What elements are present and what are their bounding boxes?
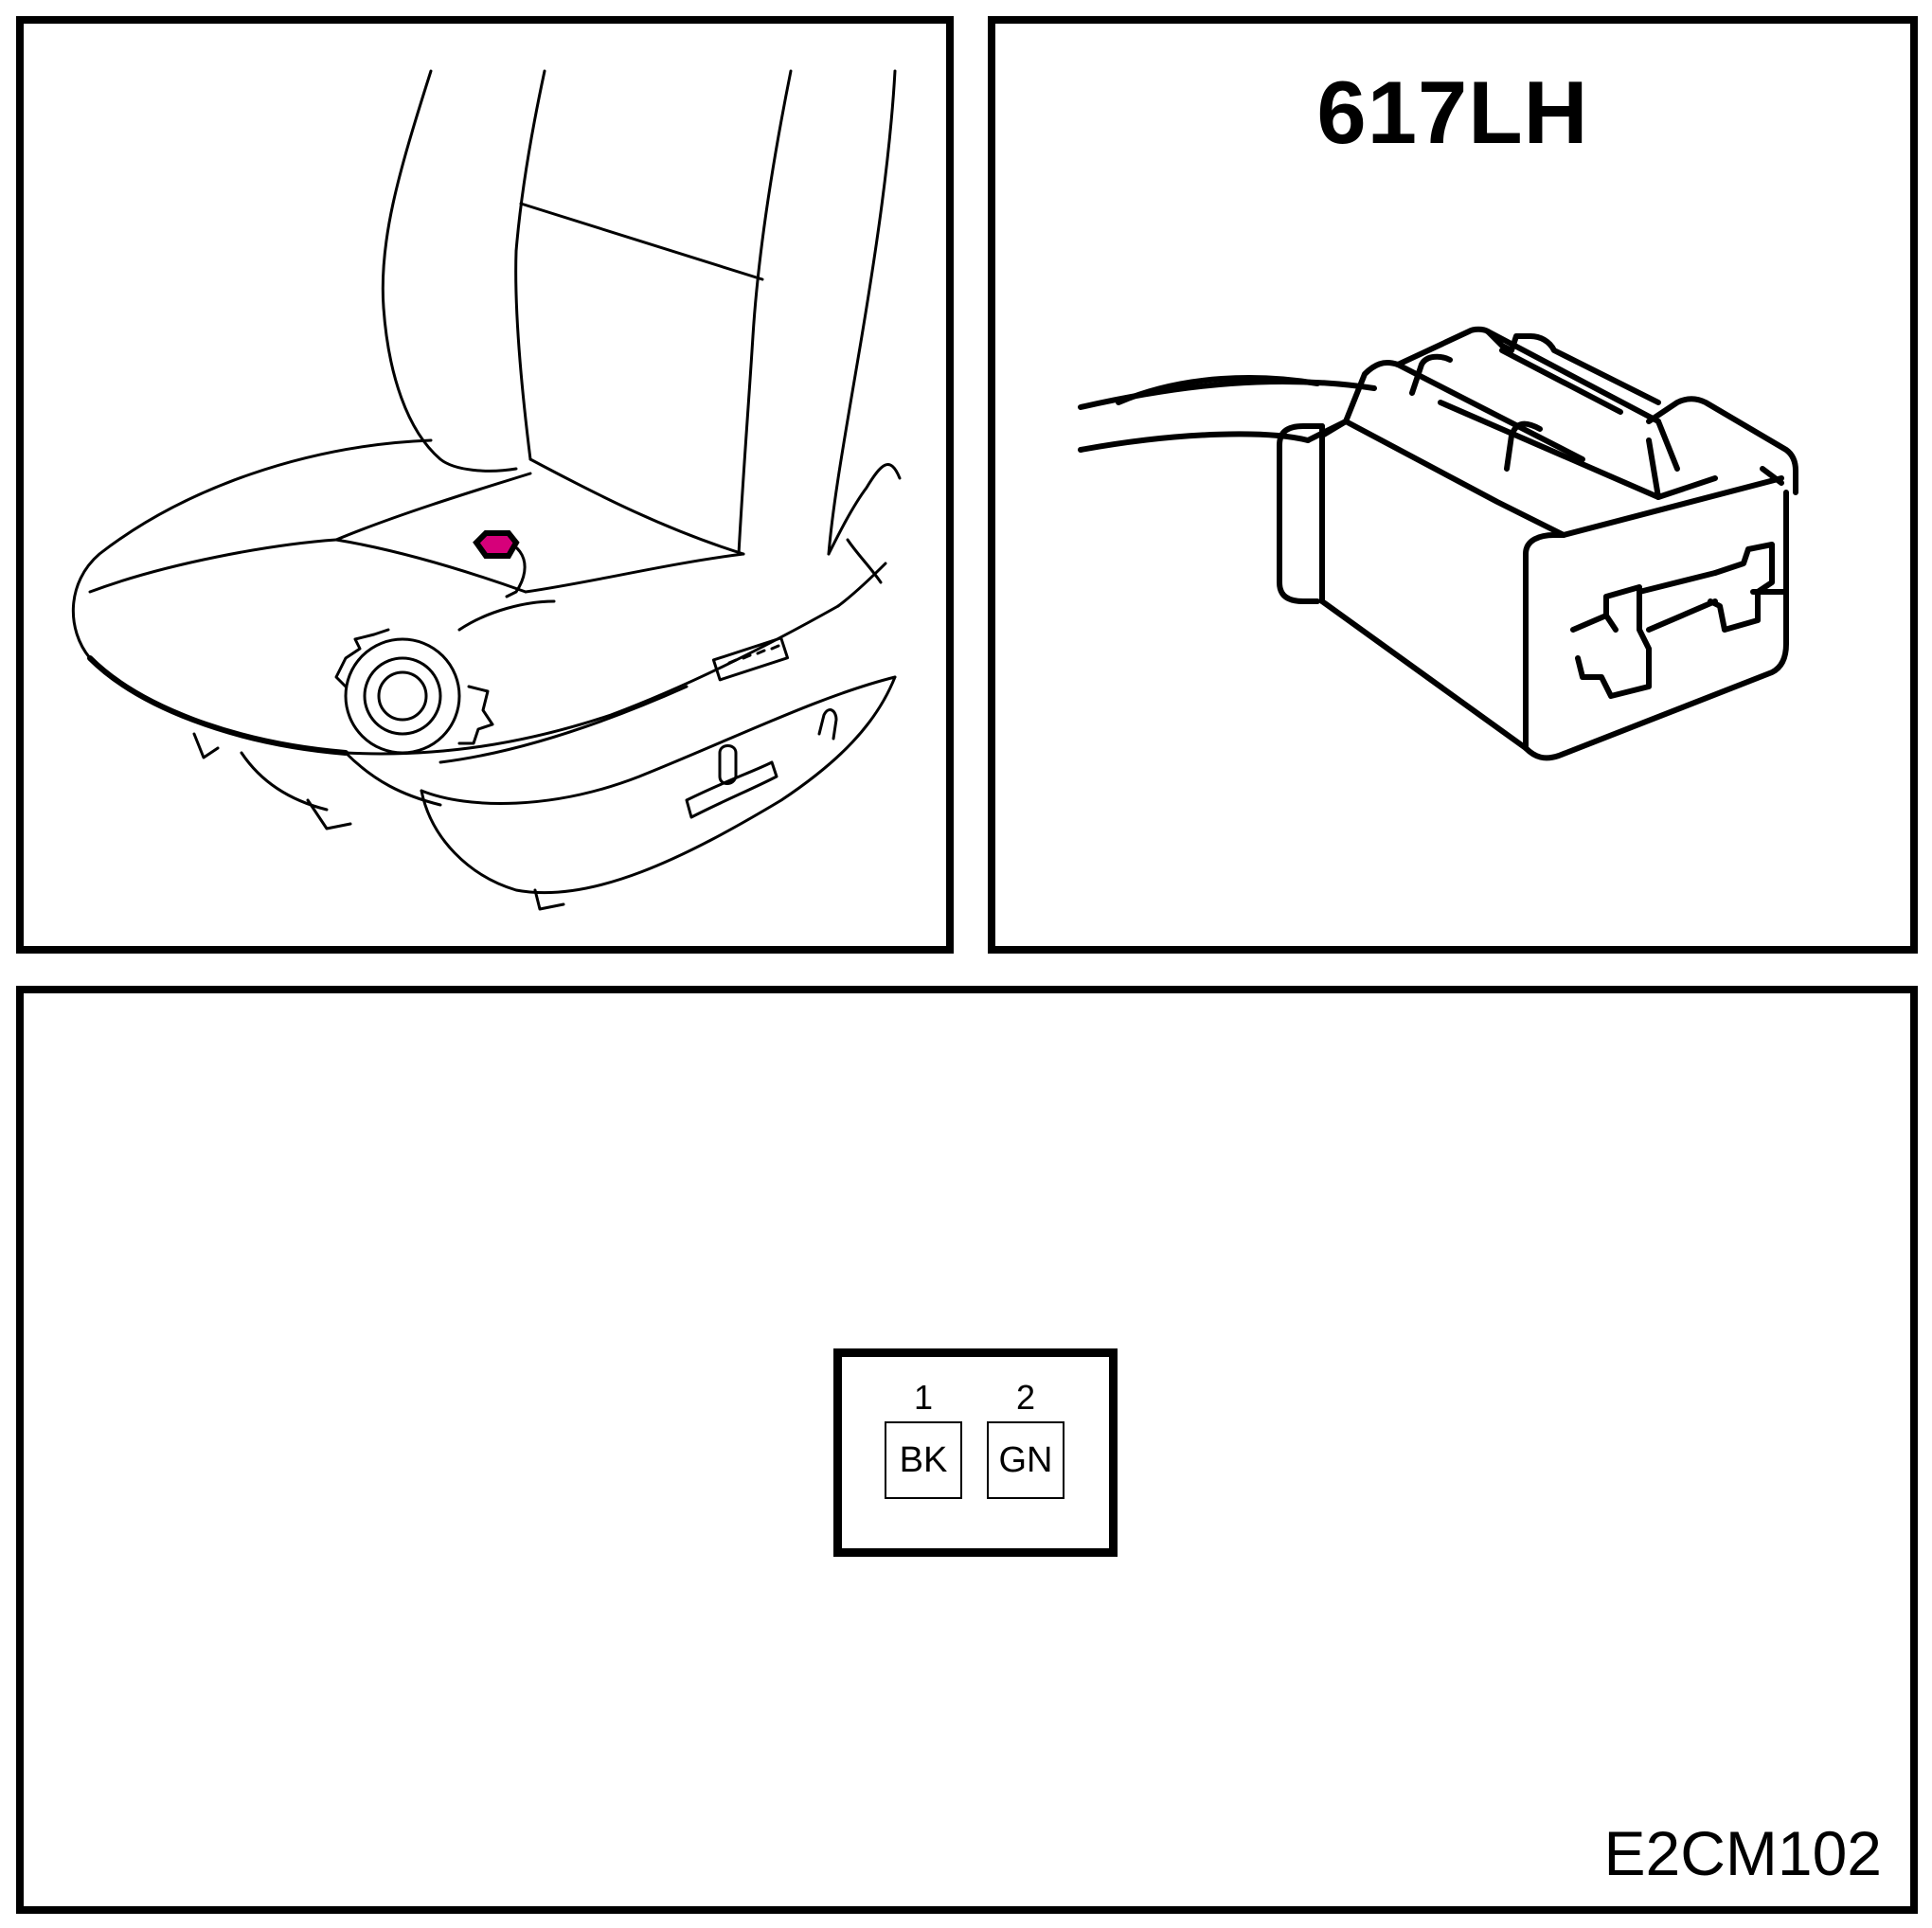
connector-location-marker [473,530,520,559]
connector-title: 617LH [1316,62,1589,162]
pin-number: 1 [913,1378,934,1417]
figure-code: E2CM102 [1603,1818,1883,1888]
pin-cavity: GN [987,1421,1064,1499]
seat-location-panel [16,16,954,954]
wire-color-label: BK [899,1439,948,1480]
seat-illustration [71,69,902,911]
connector-view-panel: 617LH [988,16,1918,954]
pin-number: 2 [1015,1378,1036,1417]
connector-face: 1 BK 2 GN [833,1348,1118,1557]
wire-color-label: GN [998,1439,1053,1480]
pinout-panel: 1 BK 2 GN E2CM102 [16,986,1918,1914]
connector-illustration [1078,326,1798,761]
pin-cavity: BK [885,1421,962,1499]
